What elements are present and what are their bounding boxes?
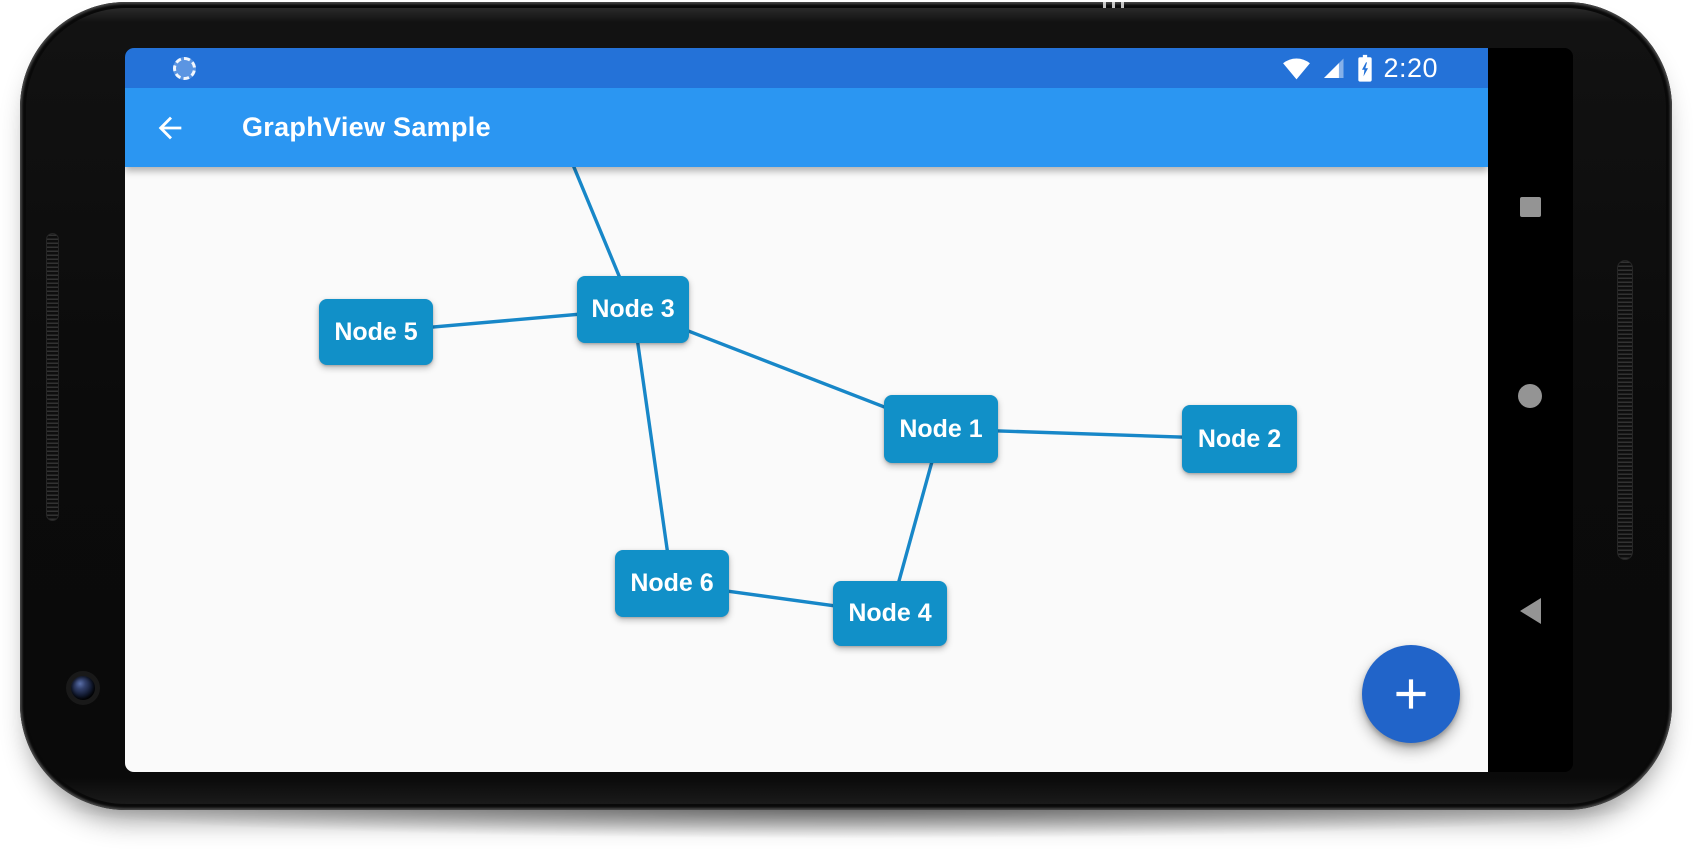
notification-spinner-icon [173,56,196,80]
plus-icon [1396,679,1426,709]
recents-button[interactable] [1500,177,1560,237]
arrow-back-icon [158,116,182,139]
graph-canvas[interactable]: Node 1 Node 2 Node 3 Node 4 Node 5 Node 6 [125,167,1488,772]
app-bar: GraphView Sample [125,88,1488,167]
wifi-icon [1283,58,1311,79]
status-bar: 2:20 [125,48,1488,88]
graph-edge-offscreen-node3 [572,167,635,311]
top-mic-grille [1103,2,1129,8]
home-button[interactable] [1500,366,1560,426]
battery-charging-icon [1358,54,1373,82]
graph-node-node4[interactable]: Node 4 [833,581,947,646]
square-recents-icon [1519,197,1541,217]
status-time: 2:20 [1383,52,1438,83]
front-camera [66,671,100,705]
graph-node-node2[interactable]: Node 2 [1182,405,1297,473]
graph-node-node3[interactable]: Node 3 [577,276,689,343]
back-button[interactable] [153,111,187,145]
cellular-signal-icon [1324,58,1344,78]
left-speaker-grille [46,233,59,521]
phone-frame: 2:20 GraphView Sample Node 1 Node 2 Node 3… [20,2,1672,810]
status-icon-cluster: 2:20 [1282,53,1438,84]
graph-edge-node3-node6 [631,309,674,584]
add-node-fab[interactable] [1362,645,1460,743]
right-speaker-grille [1617,260,1633,560]
circle-home-icon [1518,384,1542,408]
back-nav-button[interactable] [1500,581,1560,641]
graph-node-node5[interactable]: Node 5 [319,299,433,365]
screen: 2:20 GraphView Sample Node 1 Node 2 Node 3… [125,48,1573,772]
app-title: GraphView Sample [242,112,491,142]
triangle-back-icon [1519,598,1541,624]
graph-node-node1[interactable]: Node 1 [884,395,998,463]
nav-bar [1488,48,1573,772]
graph-node-node6[interactable]: Node 6 [615,550,729,617]
